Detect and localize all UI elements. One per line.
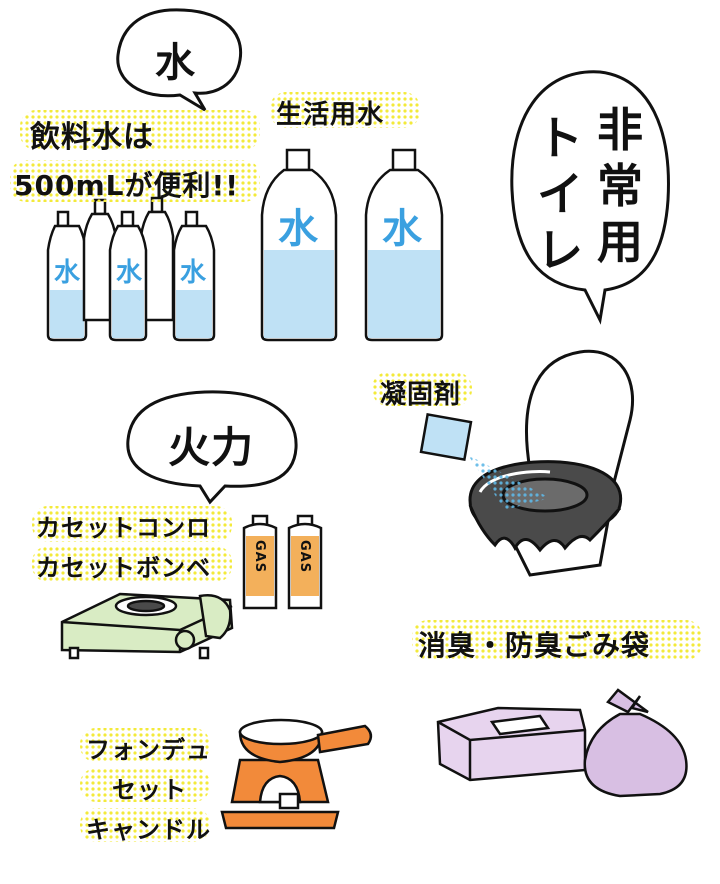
- fire-speech-bubble: [126, 390, 298, 505]
- stove-label-line2: カセットボンベ: [36, 554, 211, 582]
- stove-label-line1: カセットコンロ: [36, 514, 211, 542]
- gas-can-label: GAS: [297, 540, 312, 574]
- toilet-bubble-text-col2: トイレ: [537, 111, 583, 277]
- bags-label: 消臭・防臭ごみ袋: [418, 629, 651, 662]
- toilet-bubble-text-col1: 非常用: [597, 103, 643, 269]
- drinking-note-highlight-2: [10, 160, 260, 202]
- fire-bubble-text: 火力: [168, 423, 255, 472]
- bottle-label: 水: [382, 206, 423, 252]
- water-bubble-text: 水: [155, 40, 196, 86]
- small-bottle: [46, 210, 88, 342]
- deodorant-garbage-bags: [436, 688, 688, 798]
- fondue-highlight-3: [80, 808, 210, 842]
- stove-highlight-2: [32, 546, 232, 582]
- coagulant-packet: [419, 413, 550, 510]
- daily-water-highlight: [270, 92, 420, 128]
- cassette-stove: [60, 592, 234, 660]
- emergency-toilet: [468, 349, 635, 577]
- drinking-note-line1: 飲料水は: [30, 120, 154, 155]
- drinking-note-line2: 500mLが便利!!: [14, 169, 240, 202]
- gas-can: [287, 514, 323, 610]
- fondue-highlight-2: [80, 768, 210, 802]
- fondue-label-line2: セット: [112, 776, 187, 804]
- drinking-water-bottles: [46, 196, 216, 342]
- gas-canisters: [242, 514, 323, 610]
- bottle-label: 水: [180, 258, 208, 288]
- large-bottle: [364, 148, 444, 342]
- coagulant-highlight: [372, 372, 472, 406]
- fondue-label-line1: フォンデュ: [86, 736, 211, 764]
- small-bottle: [108, 210, 148, 342]
- daily-water-bottles: [260, 148, 444, 342]
- toilet-speech-bubble: [510, 70, 670, 325]
- bottle-label: 水: [278, 206, 319, 252]
- large-bottle: [260, 148, 338, 342]
- gas-can-label: GAS: [252, 540, 267, 574]
- drinking-note-highlight-1: [20, 110, 260, 150]
- fondue-label-line3: キャンドル: [86, 816, 211, 844]
- stove-highlight-1: [32, 506, 232, 542]
- fondue-highlight-1: [80, 728, 210, 762]
- small-bottle: [172, 210, 216, 342]
- bottle-label: 水: [116, 258, 144, 288]
- daily-water-label: 生活用水: [276, 100, 385, 130]
- bottle-label: 水: [54, 258, 82, 288]
- gas-can: [242, 514, 278, 610]
- coagulant-label: 凝固剤: [380, 380, 462, 410]
- bags-highlight: [412, 620, 702, 660]
- fondue-set: [220, 718, 373, 830]
